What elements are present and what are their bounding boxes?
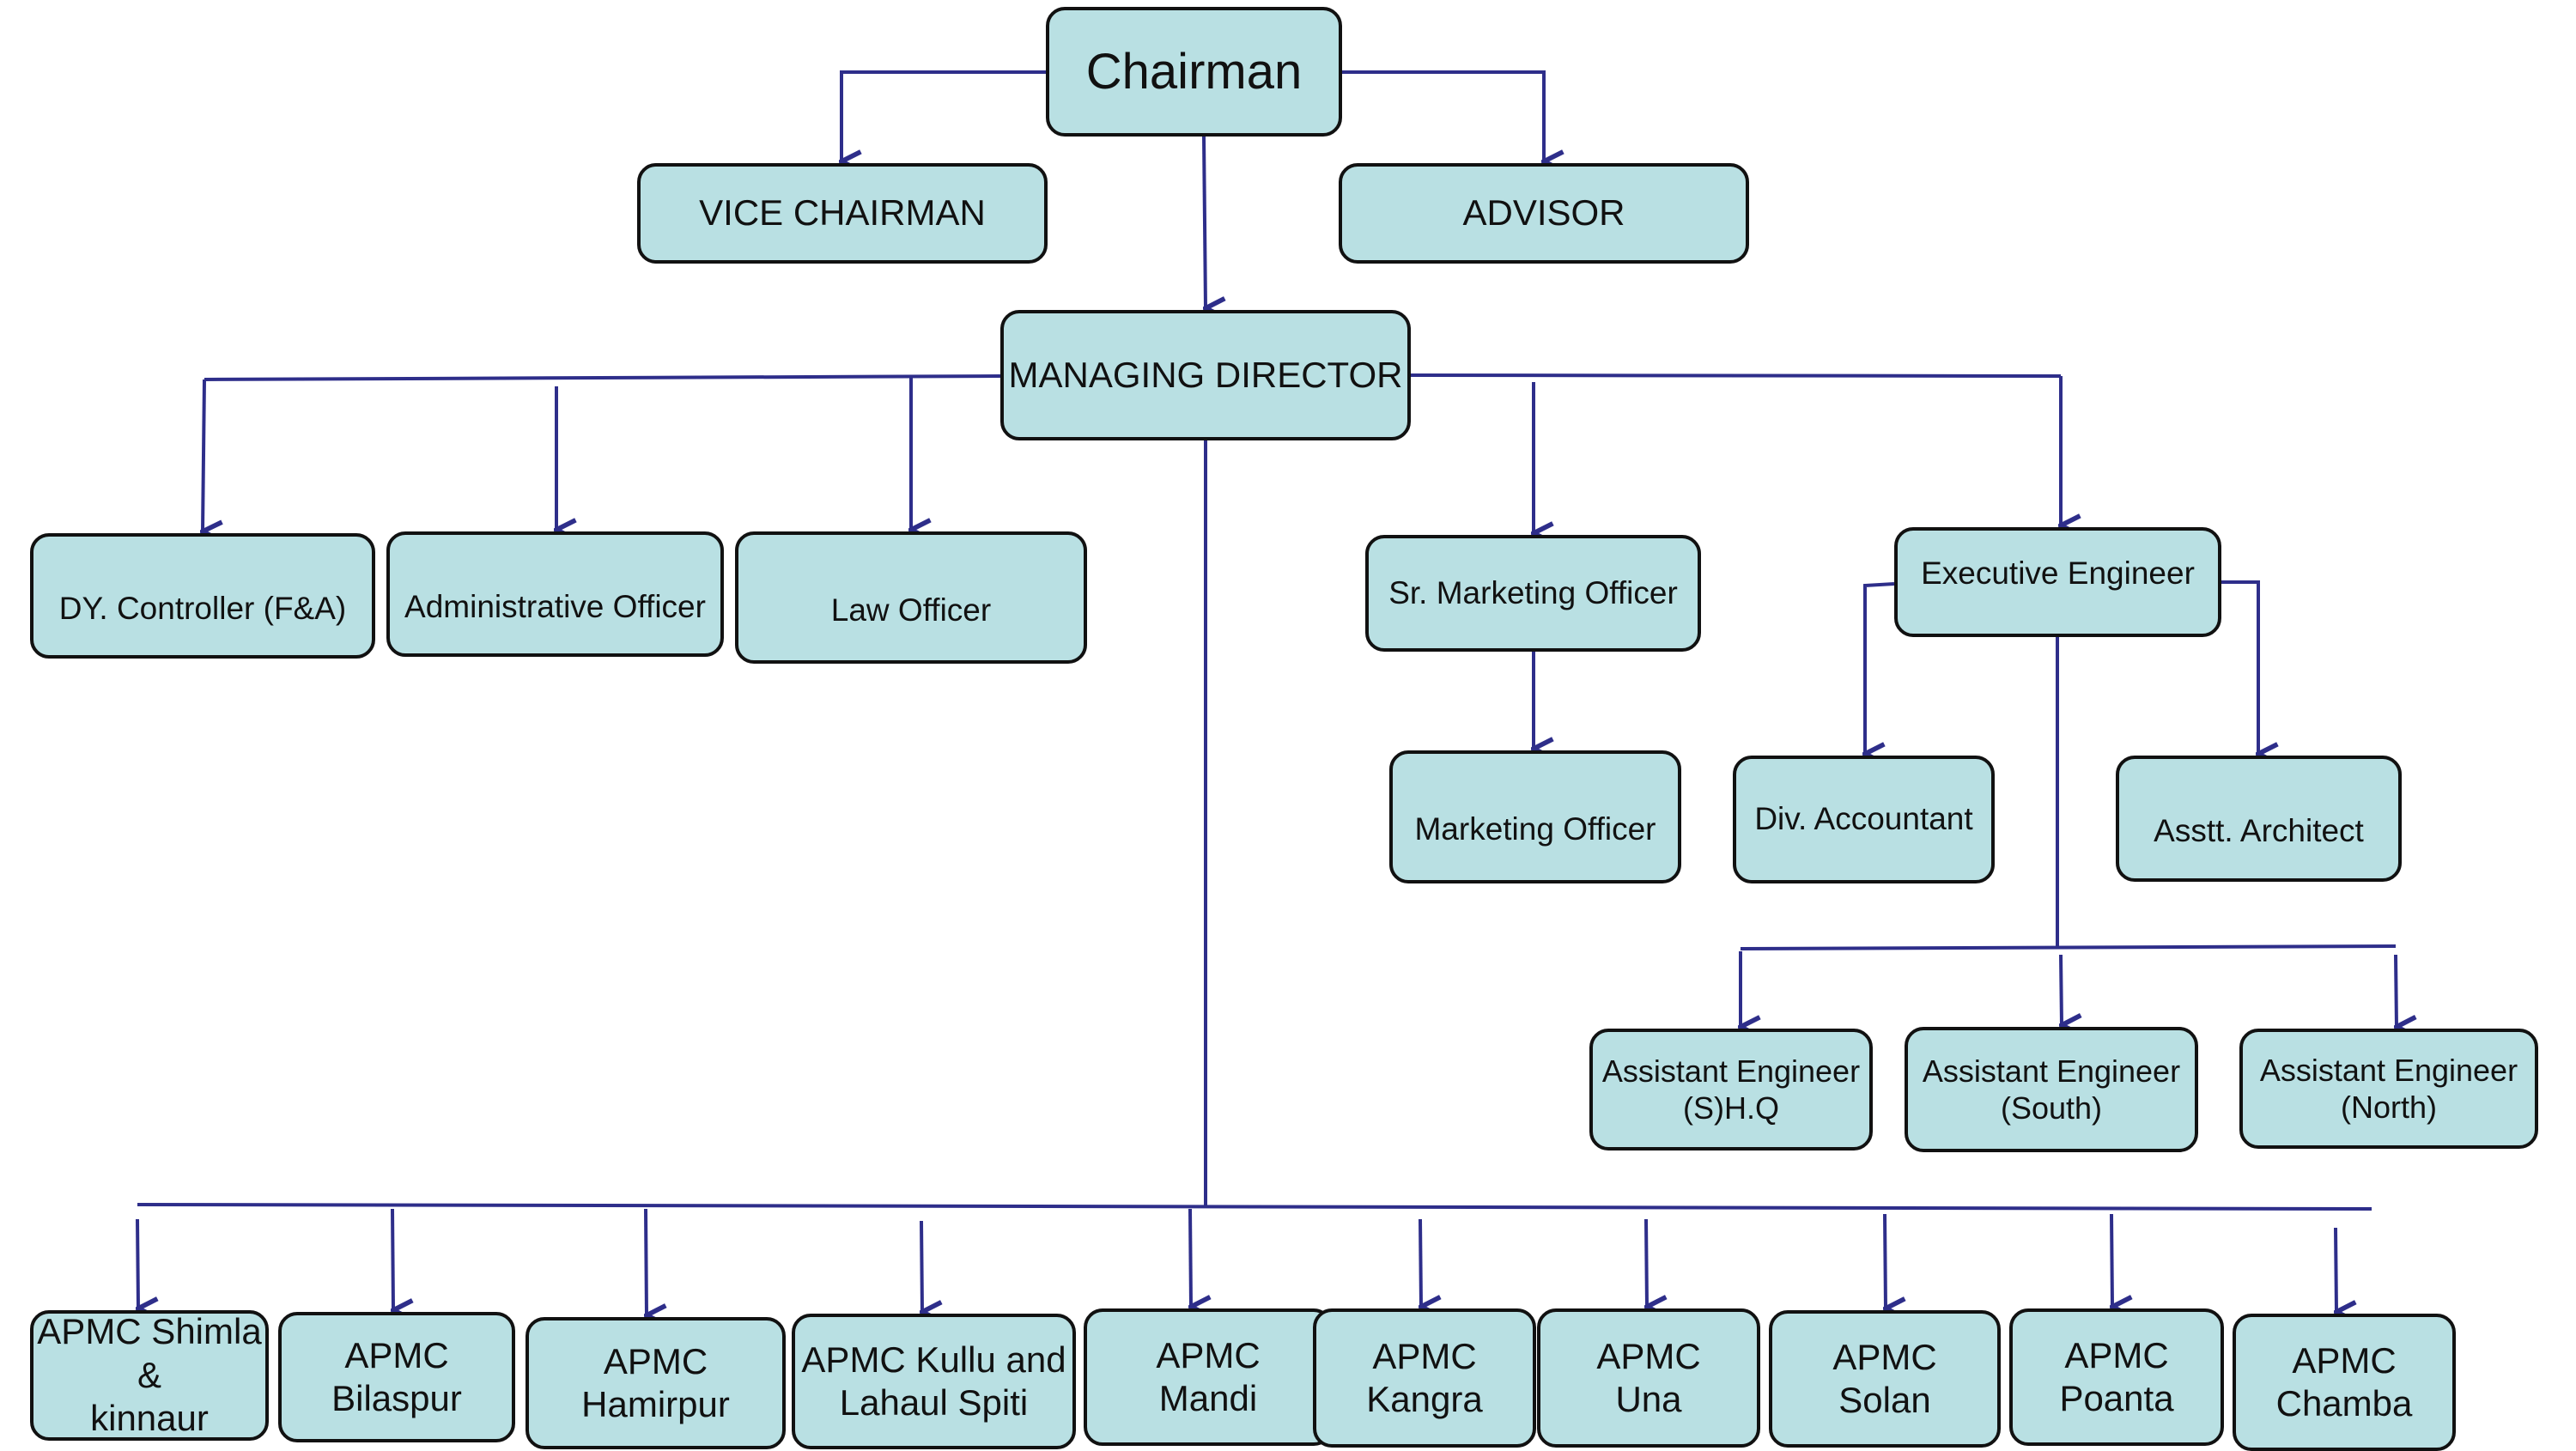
connector-ae-south	[2059, 954, 2062, 1025]
connector-ee-div-accountant	[1865, 582, 1895, 754]
node-label: MANAGING DIRECTOR	[1008, 354, 1403, 395]
node-label: Sr. Marketing Officer	[1388, 574, 1678, 610]
connector-chairman-advisor	[1342, 70, 1544, 161]
connector-apmc-kullu-lahaul-spiti	[920, 1220, 922, 1312]
node-assistant-engineer-north[interactable]: Assistant Engineer (North)	[2239, 1029, 2538, 1149]
bus-md-right	[1410, 373, 2062, 378]
node-label: APMC Mandi	[1156, 1334, 1261, 1418]
node-label: Marketing Officer	[1414, 811, 1656, 847]
node-chairman[interactable]: Chairman	[1046, 7, 1342, 137]
node-label: ADVISOR	[1462, 192, 1625, 234]
node-marketing-officer[interactable]: Marketing Officer	[1389, 750, 1681, 883]
node-advisor[interactable]: ADVISOR	[1339, 163, 1749, 264]
node-label: Assistant Engineer (South)	[1922, 1053, 2181, 1126]
node-label: APMC Chamba	[2275, 1339, 2413, 1424]
connector-apmc-poanta	[2110, 1213, 2112, 1307]
node-label: APMC Solan	[1832, 1336, 1937, 1420]
node-label: Assistant Engineer (North)	[2259, 1052, 2518, 1125]
node-apmc-solan[interactable]: APMC Solan	[1769, 1310, 2001, 1448]
node-assistant-engineer-south[interactable]: Assistant Engineer (South)	[1905, 1027, 2198, 1152]
node-label: APMC Shimla & kinnaur	[37, 1311, 262, 1439]
node-dy-controller[interactable]: DY. Controller (F&A)	[30, 533, 375, 659]
node-apmc-kangra[interactable]: APMC Kangra	[1313, 1308, 1536, 1448]
node-apmc-una[interactable]: APMC Una	[1537, 1308, 1760, 1448]
node-label: Administrative Officer	[404, 588, 706, 624]
node-label: Assistant Engineer (S)H.Q	[1601, 1053, 1861, 1126]
node-apmc-shimla-kinnaur[interactable]: APMC Shimla & kinnaur	[30, 1310, 269, 1441]
node-label: APMC Kangra	[1366, 1335, 1483, 1419]
connector-chairman-vice-chairman	[841, 70, 1046, 161]
connector-ee-asstt-architect	[2221, 580, 2258, 754]
node-sr-marketing-officer[interactable]: Sr. Marketing Officer	[1365, 535, 1701, 652]
node-executive-engineer[interactable]: Executive Engineer	[1894, 527, 2221, 637]
node-managing-director[interactable]: MANAGING DIRECTOR	[1000, 310, 1411, 440]
node-label: APMC Una	[1596, 1335, 1701, 1419]
node-apmc-kullu-lahaul-spiti[interactable]: APMC Kullu and Lahaul Spiti	[792, 1314, 1076, 1449]
connector-apmc-shimla-kinnaur	[136, 1218, 138, 1308]
node-label: APMC Hamirpur	[581, 1340, 730, 1424]
connector-chairman-md	[1202, 136, 1206, 308]
node-apmc-chamba[interactable]: APMC Chamba	[2233, 1314, 2456, 1451]
node-label: APMC Poanta	[2059, 1334, 2174, 1418]
node-label: Asstt. Architect	[2154, 813, 2364, 849]
node-vice-chairman[interactable]: VICE CHAIRMAN	[637, 163, 1048, 264]
node-administrative-officer[interactable]: Administrative Officer	[386, 531, 724, 657]
connector-apmc-bilaspur	[391, 1208, 393, 1310]
node-label: Chairman	[1085, 43, 1303, 100]
node-apmc-poanta[interactable]: APMC Poanta	[2009, 1308, 2224, 1446]
node-label: VICE CHAIRMAN	[699, 192, 986, 234]
connector-apmc-kangra	[1419, 1218, 1421, 1307]
node-assistant-engineer-shq[interactable]: Assistant Engineer (S)H.Q	[1589, 1029, 1873, 1150]
connector-apmc-hamirpur	[644, 1208, 647, 1315]
node-label: APMC Kullu and Lahaul Spiti	[801, 1339, 1066, 1423]
bus-ae	[1740, 944, 2397, 950]
node-asstt-architect[interactable]: Asstt. Architect	[2116, 756, 2402, 882]
bus-apmc	[137, 1203, 2372, 1211]
node-label: DY. Controller (F&A)	[58, 590, 347, 626]
node-apmc-bilaspur[interactable]: APMC Bilaspur	[278, 1312, 515, 1442]
connector-apmc-una	[1644, 1218, 1647, 1307]
node-law-officer[interactable]: Law Officer	[735, 531, 1087, 664]
node-label: Div. Accountant	[1754, 801, 1973, 837]
node-label: Law Officer	[830, 592, 992, 628]
node-label: Executive Engineer	[1921, 555, 2195, 591]
node-label: APMC Bilaspur	[331, 1334, 462, 1418]
node-apmc-hamirpur[interactable]: APMC Hamirpur	[526, 1317, 786, 1449]
connector-ae-north	[2394, 954, 2397, 1027]
node-apmc-mandi[interactable]: APMC Mandi	[1084, 1308, 1333, 1446]
bus-md-left	[204, 374, 1001, 381]
connector-apmc-mandi	[1188, 1208, 1191, 1307]
connector-md-dy-controller	[203, 379, 204, 531]
connector-apmc-solan	[1883, 1213, 1886, 1308]
node-div-accountant[interactable]: Div. Accountant	[1733, 756, 1995, 883]
